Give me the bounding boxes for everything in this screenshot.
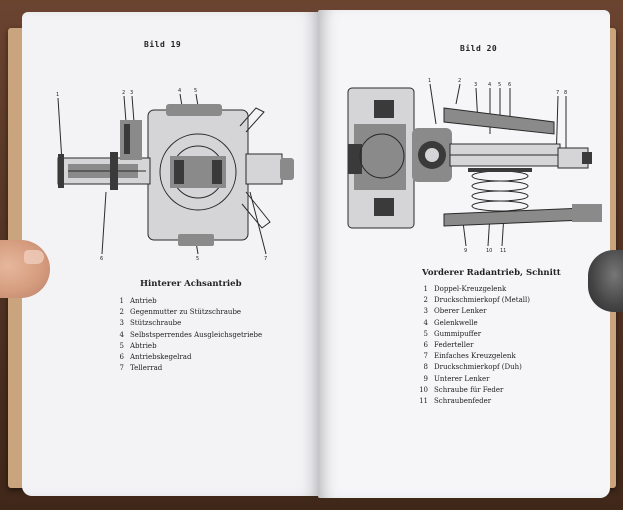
callout-6: 6 bbox=[100, 256, 103, 262]
figure-title: Bild 20 bbox=[460, 44, 498, 53]
callout-8: 8 bbox=[564, 90, 567, 96]
callout-9: 9 bbox=[464, 248, 467, 254]
right-page: Bild 20 1 2 3 4 5 6 7 8 9 10 11 bbox=[318, 10, 610, 498]
left-page: Bild 19 1 2 3 4 5 6 5 7 bbox=[22, 12, 320, 496]
thumb-nail bbox=[24, 250, 44, 264]
left-hand-thumb bbox=[0, 240, 50, 298]
callout-4: 4 bbox=[488, 82, 491, 88]
figure-title: Bild 19 bbox=[144, 40, 182, 49]
figure-caption: Vorderer Radantrieb, Schnitt bbox=[422, 268, 561, 278]
callout-4: 4 bbox=[178, 88, 181, 94]
callout-3: 3 bbox=[130, 90, 133, 96]
callout-7: 7 bbox=[556, 90, 559, 96]
callout-2: 2 bbox=[122, 90, 125, 96]
callout-6: 6 bbox=[508, 82, 511, 88]
callout-11: 11 bbox=[500, 248, 506, 254]
figure-caption: Hinterer Achsantrieb bbox=[140, 279, 242, 289]
callout-2: 2 bbox=[458, 78, 461, 84]
callout-1: 1 bbox=[56, 92, 59, 98]
callout-5: 5 bbox=[194, 88, 197, 94]
front-wheel-drive-section-drawing: 1 2 3 4 5 6 7 8 9 10 11 bbox=[347, 78, 602, 254]
right-hand-thumb bbox=[588, 250, 623, 312]
callout-5: 5 bbox=[498, 82, 501, 88]
callout-10: 10 bbox=[486, 248, 492, 254]
callout-3: 3 bbox=[474, 82, 477, 88]
callout-5b: 5 bbox=[196, 256, 199, 262]
rear-axle-drive-drawing: 1 2 3 4 5 6 5 7 bbox=[56, 88, 294, 262]
callout-1: 1 bbox=[428, 78, 431, 84]
callout-7: 7 bbox=[264, 256, 267, 262]
